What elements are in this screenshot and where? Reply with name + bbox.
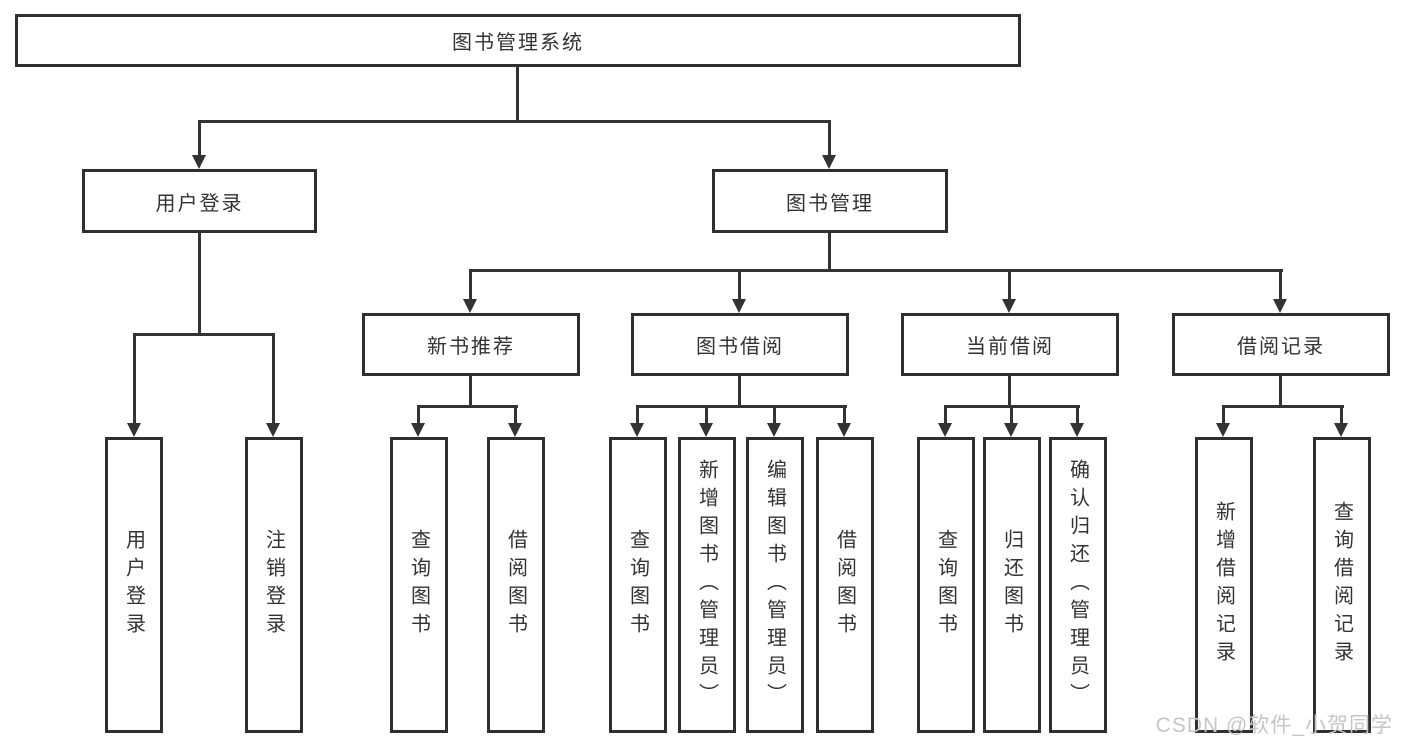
leaf-current-return-books: 归还图书 (983, 437, 1041, 733)
connector-root-branch (198, 120, 831, 123)
connector-to-borrow (738, 269, 741, 300)
arrowhead-recommend-query (411, 423, 425, 437)
arrowhead-recommend (463, 299, 477, 313)
arrowhead-leaf-login (127, 423, 141, 437)
connector-to-recommend-borrow (514, 405, 517, 424)
connector-to-borrow-add (705, 405, 708, 424)
connector-borrow-branch (637, 405, 847, 408)
leaf-label: 查询借阅记录 (1330, 501, 1353, 669)
connector-to-book-mgmt (828, 120, 831, 156)
leaf-label: 编辑图书（管理员） (763, 459, 786, 711)
connector-book-mgmt-stem (828, 233, 831, 272)
connector-records-branch (1223, 405, 1344, 408)
leaf-records-query-record: 查询借阅记录 (1313, 437, 1371, 733)
node-root-book-management-system: 图书管理系统 (15, 14, 1021, 67)
node-label: 图书借阅 (696, 336, 784, 358)
leaf-label: 查询图书 (934, 529, 957, 641)
connector-to-records-query (1340, 405, 1343, 424)
arrowhead-borrow-query (630, 423, 644, 437)
node-current-borrow: 当前借阅 (901, 313, 1119, 376)
arrowhead-borrow-add (699, 423, 713, 437)
arrowhead-records (1273, 299, 1287, 313)
arrowhead-borrow-borrow (837, 423, 851, 437)
leaf-user-login: 用户登录 (105, 437, 163, 733)
connector-to-current-confirm (1076, 405, 1079, 424)
leaf-label: 新增图书（管理员） (695, 459, 718, 711)
arrowhead-user-login (192, 155, 206, 169)
node-borrow-records: 借阅记录 (1172, 313, 1390, 376)
connector-to-borrow-query (636, 405, 639, 424)
connector-to-current-query (944, 405, 947, 424)
node-user-login: 用户登录 (82, 169, 317, 233)
leaf-label: 借阅图书 (833, 529, 856, 641)
leaf-label: 借阅图书 (504, 529, 527, 641)
arrowhead-records-add (1216, 423, 1230, 437)
connector-to-user-login (198, 120, 201, 156)
node-label: 当前借阅 (966, 336, 1054, 358)
connector-to-leaf-logout (272, 333, 275, 424)
connector-to-current-return (1010, 405, 1013, 424)
arrowhead-borrow-edit (767, 423, 781, 437)
leaf-label: 注销登录 (262, 529, 285, 641)
connector-to-current (1008, 269, 1011, 300)
connector-to-borrow-borrow (843, 405, 846, 424)
connector-user-login-stem (198, 233, 201, 335)
connector-root-stem (516, 67, 519, 120)
leaf-recommend-borrow-books: 借阅图书 (487, 437, 545, 733)
connector-to-recommend-query (417, 405, 420, 424)
connector-recommend-stem (469, 376, 472, 407)
leaf-label: 用户登录 (122, 529, 145, 641)
arrowhead-records-query (1334, 423, 1348, 437)
connector-to-records-add (1222, 405, 1225, 424)
connector-user-login-branch (133, 333, 275, 336)
leaf-borrow-edit-books-admin: 编辑图书（管理员） (746, 437, 804, 733)
node-label: 新书推荐 (427, 336, 515, 358)
connector-borrow-stem (738, 376, 741, 407)
arrowhead-book-mgmt (822, 155, 836, 169)
connector-to-records (1279, 269, 1282, 300)
leaf-borrow-query-books: 查询图书 (609, 437, 667, 733)
leaf-label: 查询图书 (407, 529, 430, 641)
leaf-current-confirm-return-admin: 确认归还（管理员） (1049, 437, 1107, 733)
arrowhead-current-return (1004, 423, 1018, 437)
arrowhead-leaf-logout (266, 423, 280, 437)
node-label: 图书管理 (786, 192, 874, 215)
leaf-label: 新增借阅记录 (1212, 501, 1235, 669)
arrowhead-recommend-borrow (508, 423, 522, 437)
arrowhead-current-confirm (1070, 423, 1084, 437)
connector-to-recommend (469, 269, 472, 300)
leaf-records-add-record: 新增借阅记录 (1195, 437, 1253, 733)
node-label: 用户登录 (155, 192, 244, 215)
leaf-borrow-borrow-books: 借阅图书 (816, 437, 874, 733)
leaf-recommend-query-books: 查询图书 (390, 437, 448, 733)
leaf-label: 归还图书 (1000, 529, 1023, 641)
connector-recommend-branch (418, 405, 518, 408)
arrowhead-current (1002, 299, 1016, 313)
node-book-mgmt: 图书管理 (712, 169, 948, 233)
arrowhead-current-query (938, 423, 952, 437)
connector-records-stem (1279, 376, 1282, 407)
arrowhead-borrow (732, 299, 746, 313)
leaf-logout: 注销登录 (245, 437, 303, 733)
node-new-book-recommend: 新书推荐 (362, 313, 580, 376)
connector-to-leaf-login (133, 333, 136, 424)
node-book-borrow: 图书借阅 (631, 313, 849, 376)
leaf-label: 查询图书 (626, 529, 649, 641)
leaf-current-query-books: 查询图书 (917, 437, 975, 733)
connector-current-stem (1008, 376, 1011, 407)
csdn-watermark: CSDN @软件_小贺同学 (1155, 714, 1393, 737)
connector-book-mgmt-branch (469, 269, 1283, 272)
node-label: 图书管理系统 (452, 32, 584, 54)
leaf-borrow-add-books-admin: 新增图书（管理员） (678, 437, 736, 733)
leaf-label: 确认归还（管理员） (1066, 459, 1089, 711)
connector-to-borrow-edit (773, 405, 776, 424)
node-label: 借阅记录 (1237, 336, 1325, 358)
